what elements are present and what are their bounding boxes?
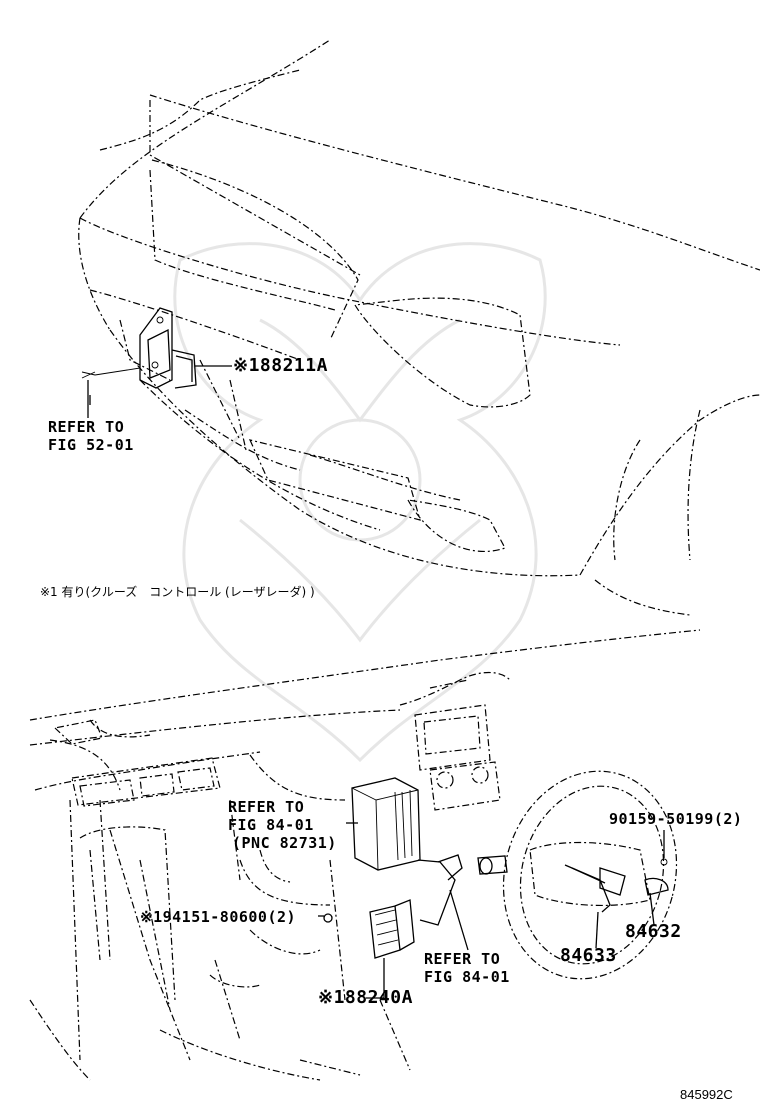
label-refer-52-line2: FIG 52-01 <box>48 436 134 454</box>
label-refer-84-pnc-line2: FIG 84-01 <box>228 816 314 834</box>
label-90159-50199: 90159-50199(2) <box>609 810 743 828</box>
label-refer-84-line2: FIG 84-01 <box>424 968 510 986</box>
figure-number: 845992C <box>680 1087 733 1102</box>
leader-84632 <box>649 892 655 926</box>
label-refer-84-pnc-line3: (PNC 82731) <box>232 834 337 852</box>
label-88211A: ※188211A <box>233 355 328 376</box>
ecu-88240A-drawing <box>323 899 415 959</box>
leader-88240A <box>366 958 385 999</box>
leader-refer-84 <box>449 889 469 951</box>
cruise-control-note: ※1 有り(クルーズ コントロール (レーザレーダ) ) <box>40 585 315 599</box>
label-84632: 84632 <box>625 921 682 942</box>
sensor-88211A-drawing <box>81 307 197 405</box>
car-front-illustration <box>78 39 760 616</box>
steering-wheel-illustration <box>477 770 678 980</box>
ecu-82731-drawing <box>351 777 463 926</box>
leader-84633 <box>595 911 599 949</box>
label-refer-84-pnc-line1: REFER TO <box>228 798 305 816</box>
label-94151-80600: ※194151-80600(2) <box>140 908 297 926</box>
label-88240A: ※188240A <box>318 987 413 1008</box>
label-refer-52-line1: REFER TO <box>48 418 125 436</box>
dashboard-illustration <box>29 629 701 1081</box>
label-84633: 84633 <box>560 945 617 966</box>
watermark <box>173 242 547 763</box>
label-refer-84-line1: REFER TO <box>424 950 501 968</box>
